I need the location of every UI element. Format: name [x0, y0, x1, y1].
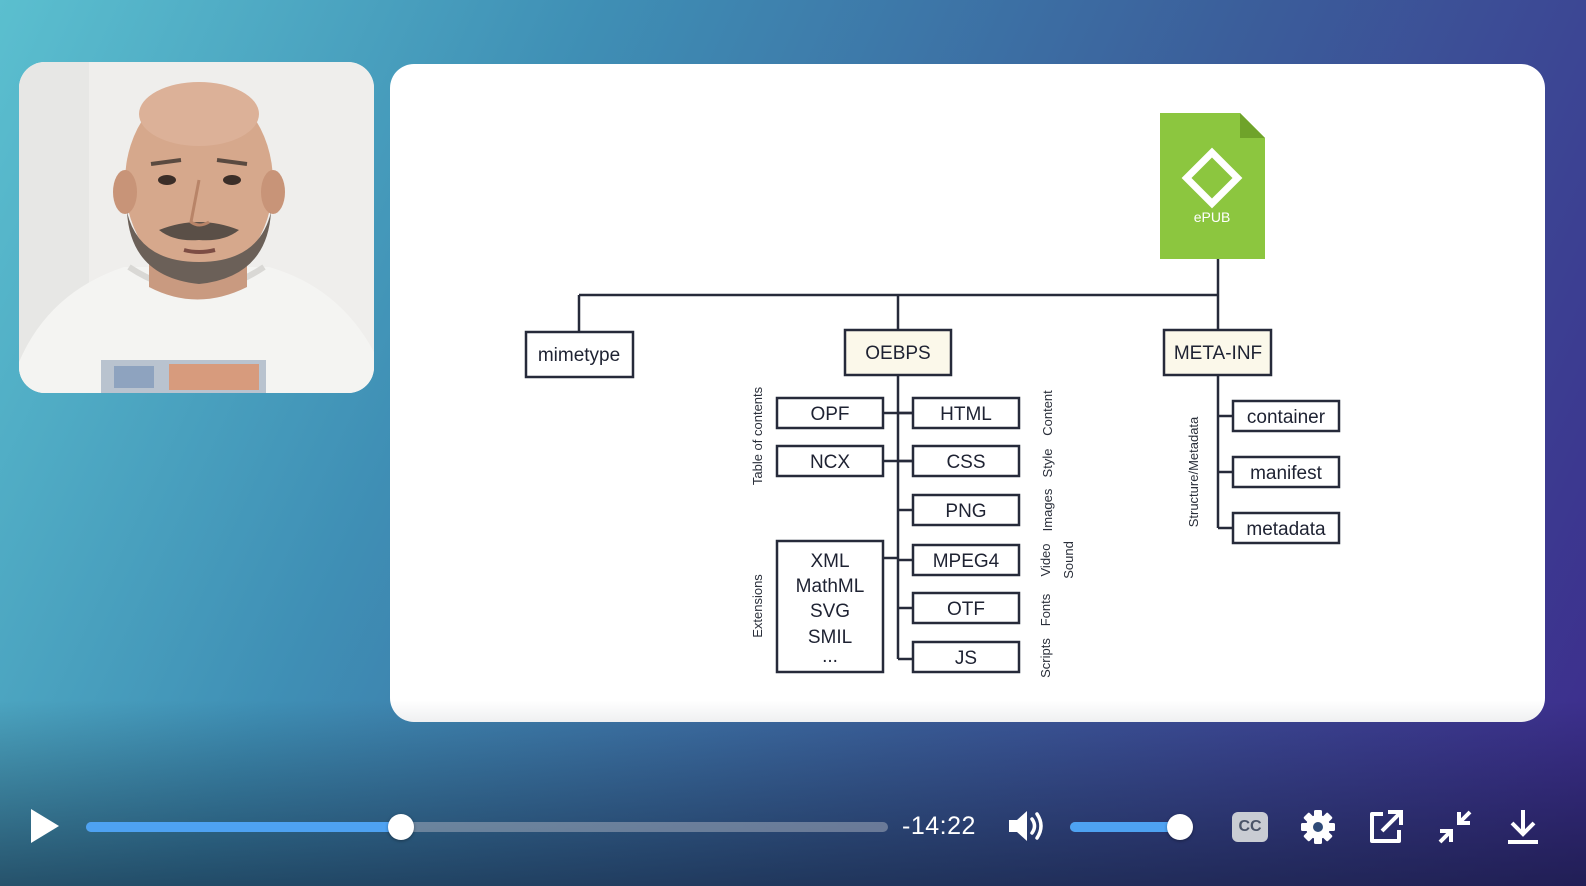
label-content: Content — [1040, 390, 1055, 436]
label-scripts: Scripts — [1038, 638, 1053, 678]
label-images: Images — [1040, 488, 1055, 531]
fullscreen-button[interactable] — [1435, 807, 1475, 847]
node-opf — [775, 396, 885, 430]
extension-item: XML — [810, 551, 849, 572]
label-video: Video — [1038, 543, 1053, 576]
presenter-image — [19, 62, 374, 393]
node-manifest — [1231, 455, 1341, 489]
label-sound: Sound — [1061, 541, 1076, 579]
extension-item: SMIL — [808, 627, 852, 648]
node-css — [911, 444, 1021, 478]
label-structure-metadata: Structure/Metadata — [1186, 416, 1201, 527]
player-controls: -14:22 CC — [0, 790, 1586, 866]
node-metadata-label: metadata — [1246, 519, 1326, 540]
volume-thumb[interactable] — [1167, 814, 1194, 840]
node-otf — [911, 591, 1021, 625]
node-metadata — [1231, 511, 1341, 545]
captions-button[interactable]: CC — [1230, 807, 1270, 847]
label-table-of-contents: Table of contents — [750, 386, 765, 485]
node-mimetype — [524, 330, 635, 379]
node-manifest-label: manifest — [1250, 463, 1323, 484]
node-container — [1231, 399, 1341, 433]
volume-slider[interactable] — [1070, 814, 1194, 840]
epub-logo: ePUB — [1160, 113, 1265, 259]
node-png — [911, 493, 1021, 527]
node-ncx — [775, 444, 885, 478]
node-otf-label: OTF — [947, 599, 985, 620]
label-fonts: Fonts — [1038, 593, 1053, 626]
gear-icon — [1301, 810, 1335, 844]
epub-logo-label: ePUB — [1194, 209, 1231, 225]
time-remaining: -14:22 — [902, 812, 976, 840]
node-mpeg4 — [911, 543, 1021, 577]
node-oebps-label: OEBPS — [865, 343, 930, 364]
settings-button[interactable] — [1298, 807, 1338, 847]
volume-button[interactable] — [1006, 808, 1048, 844]
label-extensions: Extensions — [750, 574, 765, 638]
progress-fill — [86, 822, 402, 832]
exit-fullscreen-icon — [1438, 810, 1472, 844]
volume-icon — [1009, 811, 1043, 841]
presenter-webcam — [19, 62, 374, 393]
node-js-label: JS — [955, 648, 977, 669]
progress-thumb[interactable] — [388, 814, 415, 840]
node-mimetype-label: mimetype — [538, 345, 620, 366]
label-style: Style — [1040, 449, 1055, 478]
node-js — [911, 640, 1021, 674]
node-ncx-label: NCX — [810, 452, 850, 473]
progress-bar[interactable] — [86, 814, 888, 840]
node-container-label: container — [1247, 407, 1326, 428]
presentation-slide: .b { fill: #ffffff; stroke: #262a3a; str… — [390, 64, 1545, 722]
download-button[interactable] — [1503, 807, 1543, 847]
node-meta-inf-label: META-INF — [1174, 343, 1262, 364]
play-button[interactable] — [24, 806, 64, 846]
node-mpeg4-label: MPEG4 — [933, 551, 1000, 572]
node-opf-label: OPF — [810, 404, 849, 425]
epub-structure-diagram: .b { fill: #ffffff; stroke: #262a3a; str… — [524, 113, 1341, 678]
node-html-label: HTML — [940, 404, 992, 425]
external-link-icon — [1370, 810, 1403, 843]
share-button[interactable] — [1366, 807, 1406, 847]
play-icon — [31, 809, 59, 843]
extension-item: SVG — [810, 601, 850, 622]
node-png-label: PNG — [945, 501, 986, 522]
node-meta-inf — [1162, 328, 1273, 377]
volume-fill — [1070, 822, 1181, 832]
node-extensions — [775, 539, 885, 674]
node-html — [911, 396, 1021, 430]
node-oebps — [843, 328, 953, 377]
download-icon — [1508, 810, 1538, 844]
extension-item: MathML — [796, 576, 865, 597]
extension-item: ... — [822, 646, 838, 667]
closed-captions-icon: CC — [1232, 812, 1268, 842]
node-css-label: CSS — [946, 452, 985, 473]
